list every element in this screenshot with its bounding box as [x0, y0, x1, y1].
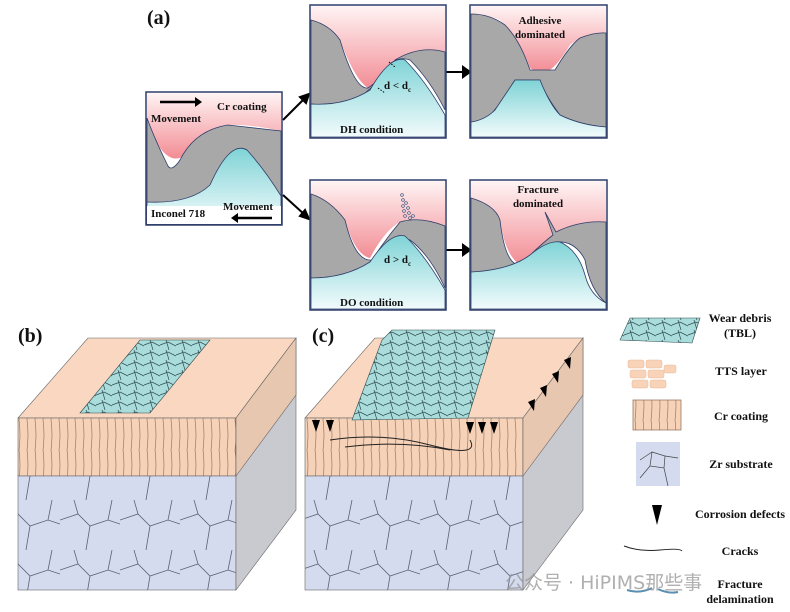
cr-coating-label: Cr coating [217, 101, 267, 113]
svg-text:(TBL): (TBL) [724, 326, 756, 340]
panel-b-label: (b) [18, 325, 42, 347]
initial-contact-box: Cr coating Movement Movement Inconel 718 [145, 91, 283, 226]
legend-tts-layer: TTS layer [627, 359, 768, 389]
svg-text:Cr coating: Cr coating [714, 409, 768, 423]
fracture-line1: Fracture [517, 184, 558, 196]
triangle-icon [652, 505, 662, 525]
flow-arrows [282, 65, 472, 257]
movement-top-label: Movement [151, 113, 201, 125]
do-condition-box: d > dc DO condition [309, 179, 447, 311]
adhesive-dominated-box: Adhesive dominated [469, 4, 608, 139]
panel-a-label: (a) [147, 7, 170, 29]
legend-fracture-delamination: Fracture delamination [626, 577, 774, 606]
inconel-label: Inconel 718 [151, 208, 206, 220]
fracture-line2: dominated [513, 198, 563, 210]
dh-condition-label: DH condition [340, 124, 403, 136]
svg-text:delamination: delamination [706, 592, 774, 606]
adhesive-line2: dominated [515, 29, 565, 41]
adhesive-line1: Adhesive [519, 15, 562, 27]
svg-text:TTS layer: TTS layer [715, 364, 767, 378]
legend-wear-debris: Wear debris TTS layer (TBL) [619, 311, 772, 344]
fracture-dominated-box: Fracture dominated [469, 179, 608, 311]
svg-text:Cracks: Cracks [722, 544, 759, 558]
legend-corrosion-defects: Corrosion defects [652, 505, 785, 525]
svg-text:Corrosion defects: Corrosion defects [695, 507, 785, 521]
dh-condition-box: d < dc DH condition [309, 4, 447, 139]
svg-text:Fracture: Fracture [717, 577, 763, 591]
do-relation: d > dc [384, 254, 411, 268]
block-c [304, 329, 584, 591]
svg-text:Zr substrate: Zr substrate [709, 457, 773, 471]
block-b [17, 337, 297, 591]
panel-c-label: (c) [312, 325, 334, 347]
dh-relation: d < dc [384, 80, 411, 94]
do-condition-label: DO condition [340, 297, 403, 309]
movement-bottom-label: Movement [223, 201, 273, 213]
legend-cracks: Cracks [623, 544, 759, 558]
watermark: 公众号 · HiPIMS那些事 [505, 572, 703, 594]
svg-text:Wear debris: Wear debris [709, 311, 772, 325]
legend-zr-substrate: Zr substrate [636, 442, 773, 487]
legend-cr-coating: Cr coating [632, 399, 768, 431]
legend: Wear debris TTS layer (TBL) TTS layer Cr… [619, 311, 785, 606]
